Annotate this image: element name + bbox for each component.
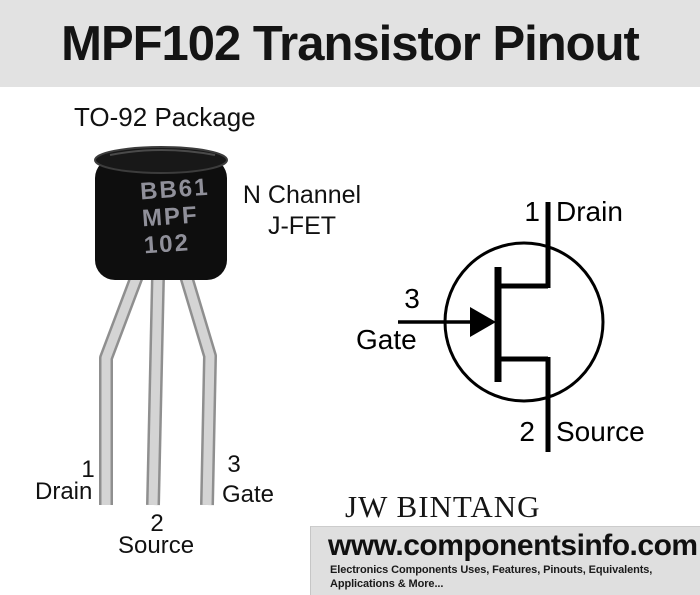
transistor-body [94,146,228,280]
photo-pin2-number: 2 [150,510,164,537]
symbol-drain-label: Drain [556,196,623,227]
symbol-source-number: 2 [519,416,535,447]
symbol-gate-label: Gate [356,324,417,355]
website-banner: www.componentsinfo.com Electronics Compo… [310,526,700,595]
package-body [95,158,227,280]
photo-pin3-number: 3 [227,451,241,478]
transistor-photo [94,146,228,506]
gate-arrow-icon [470,307,496,337]
brand-name: JW BINTANG [345,489,541,524]
symbol-drain-number: 1 [524,196,540,227]
package-markings: BB61 MPF 102 [139,174,214,260]
leg-1-highlight [101,274,142,505]
channel-type-line2: J-FET [267,212,337,240]
marking-line-1: BB61 [139,173,211,206]
page-title: MPF102 Transistor Pinout [61,16,640,71]
title-band: MPF102 Transistor Pinout [0,0,700,87]
photo-pin2-name: Source [118,532,195,559]
leg-2-highlight [148,275,163,506]
package-top [94,146,228,174]
symbol-source-label: Source [556,416,645,447]
website-url: www.componentsinfo.com [328,529,698,562]
package-type-label: TO-92 Package [74,102,256,132]
channel-type: N Channel J-FET [236,180,368,242]
channel-type-line1: N Channel [242,181,362,209]
tagline-line1: Electronics Components Uses, Features, P… [330,564,653,576]
symbol-gate-number: 3 [404,283,420,314]
photo-pin1-number: 1 [81,456,95,483]
jfet-symbol [398,202,605,452]
transistor-legs [99,273,217,506]
leg-3-highlight [181,274,215,506]
photo-pin3-name: Gate [222,481,275,508]
photo-pin1-name: Drain [35,478,93,505]
tagline-line2: Applications & More... [330,577,444,590]
website-tagline: Electronics Components Uses, Features, P… [330,564,652,591]
marking-line-3: 102 [143,229,191,260]
package-top-highlight [109,149,216,156]
